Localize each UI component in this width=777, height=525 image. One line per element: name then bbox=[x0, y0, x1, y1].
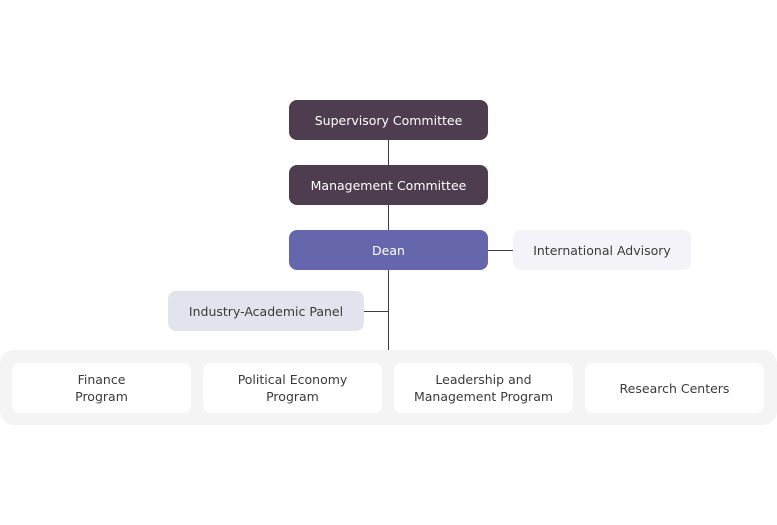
connector-dean-programs bbox=[388, 270, 389, 351]
management-committee-node: Management Committee bbox=[289, 165, 488, 205]
program-finance: Finance Program bbox=[12, 363, 191, 413]
connector-supervisory-management bbox=[388, 140, 389, 165]
program-leadership-management: Leadership and Management Program bbox=[394, 363, 573, 413]
dean-label: Dean bbox=[372, 242, 405, 258]
industry-academic-panel-node: Industry-Academic Panel bbox=[168, 291, 364, 331]
management-committee-label: Management Committee bbox=[310, 177, 467, 193]
program-research-centers-label: Research Centers bbox=[619, 380, 730, 396]
supervisory-committee-node: Supervisory Committee bbox=[289, 100, 488, 140]
international-advisory-label: International Advisory bbox=[533, 242, 671, 258]
connector-industry-trunk bbox=[364, 311, 389, 312]
industry-academic-panel-label: Industry-Academic Panel bbox=[188, 303, 344, 319]
program-political-economy-label: Political Economy Program bbox=[237, 372, 348, 404]
dean-node: Dean bbox=[289, 230, 488, 270]
program-political-economy: Political Economy Program bbox=[203, 363, 382, 413]
connector-dean-international bbox=[488, 250, 513, 251]
program-research-centers: Research Centers bbox=[585, 363, 764, 413]
connector-management-dean bbox=[388, 205, 389, 230]
supervisory-committee-label: Supervisory Committee bbox=[314, 112, 463, 128]
program-leadership-management-label: Leadership and Management Program bbox=[413, 372, 554, 404]
program-finance-label: Finance Program bbox=[75, 372, 128, 404]
international-advisory-node: International Advisory bbox=[513, 230, 691, 270]
